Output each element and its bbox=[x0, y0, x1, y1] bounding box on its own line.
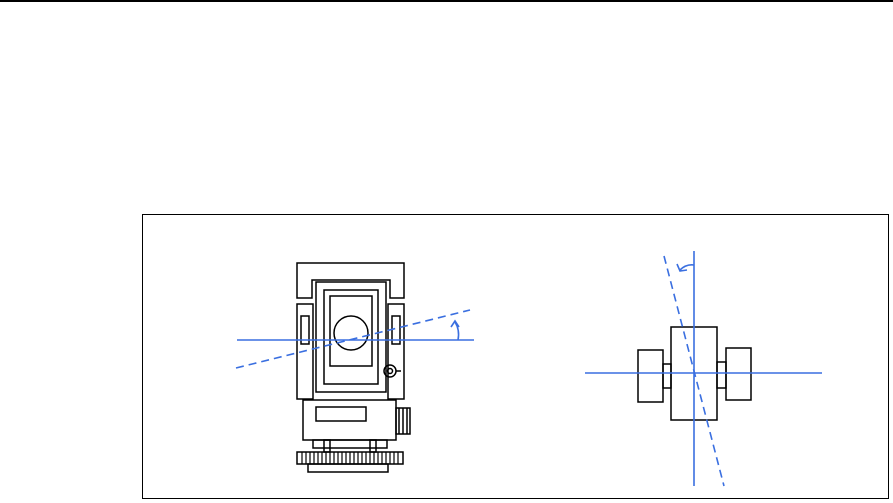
tribrach-knurling bbox=[302, 452, 398, 464]
tribrach-bottom bbox=[308, 464, 388, 472]
front-view-axes bbox=[236, 310, 474, 368]
top-view-axes bbox=[585, 251, 822, 486]
bottom-stub-right bbox=[370, 440, 376, 452]
right-trunnion bbox=[726, 348, 751, 400]
display-window bbox=[316, 407, 366, 421]
instrument-handle bbox=[297, 263, 404, 298]
objective-frame bbox=[330, 296, 372, 366]
left-trunnion bbox=[638, 350, 663, 402]
lower-housing bbox=[303, 400, 396, 440]
rotation-arrowhead-icon bbox=[451, 321, 459, 327]
right-standard bbox=[388, 304, 404, 399]
tilted-axis-dashed bbox=[236, 310, 470, 368]
left-axle bbox=[663, 364, 671, 388]
objective-lens bbox=[334, 316, 368, 350]
focus-knob-center bbox=[388, 369, 393, 374]
instrument-front-view bbox=[297, 263, 410, 472]
bottom-stub-left bbox=[324, 440, 330, 452]
telescope-body bbox=[316, 282, 386, 392]
rotation-arc-arrow-icon bbox=[680, 265, 694, 270]
right-axle bbox=[717, 362, 726, 388]
telescope-inner bbox=[324, 290, 378, 384]
